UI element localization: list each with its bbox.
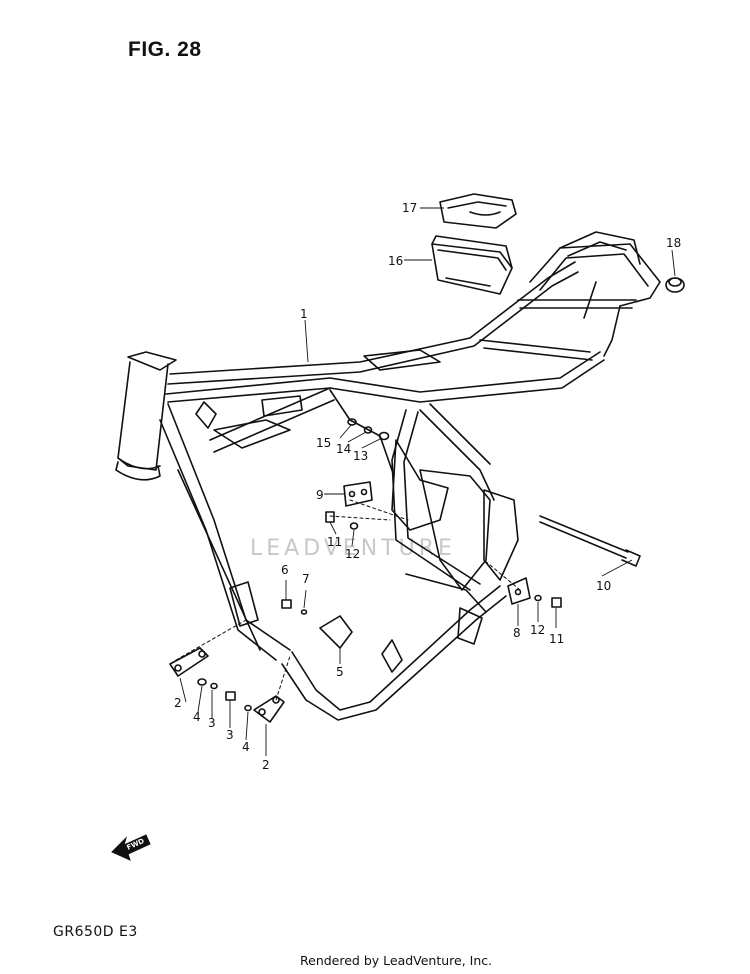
callout-17: 17 <box>402 201 417 215</box>
engine-mount-plate-left <box>169 647 209 677</box>
bolts-and-washers <box>197 418 562 712</box>
front-down-tubes <box>159 403 291 661</box>
callout-1: 1 <box>300 307 308 321</box>
steering-head-tube <box>115 351 177 481</box>
callout-7: 7 <box>302 572 310 586</box>
model-code: GR650D E3 <box>53 924 138 940</box>
cross-members <box>195 349 519 673</box>
assembly-lines <box>175 499 521 701</box>
through-bolt <box>539 515 641 567</box>
callout-10: 10 <box>596 579 611 593</box>
top-frame-tubes <box>165 261 637 403</box>
callout-numbers: 1 2 2 3 3 4 4 5 6 7 8 9 10 11 11 12 12 1… <box>174 201 681 772</box>
callout-5: 5 <box>336 665 344 679</box>
battery-cover <box>439 193 517 229</box>
callout-12-right: 12 <box>530 623 545 637</box>
watermark: LEADVENTURE <box>250 536 456 561</box>
main-cradle-loop <box>209 387 507 721</box>
callout-11-right: 11 <box>549 632 564 646</box>
callout-2-left: 2 <box>174 696 182 710</box>
callout-2-right: 2 <box>262 758 270 772</box>
figure-title: FIG. 28 <box>128 38 202 61</box>
callout-4-right: 4 <box>242 740 250 754</box>
frame-cap <box>665 277 685 293</box>
rear-seat-rail <box>529 231 661 357</box>
callout-16: 16 <box>388 254 403 268</box>
callout-3-right: 3 <box>226 728 234 742</box>
callout-12-left: 12 <box>345 547 360 561</box>
callout-3-left: 3 <box>208 716 216 730</box>
callout-8: 8 <box>513 626 521 640</box>
callout-11-left: 11 <box>327 535 342 549</box>
callout-13: 13 <box>353 449 368 463</box>
footer-credit: Rendered by LeadVenture, Inc. <box>300 953 493 968</box>
callout-18: 18 <box>666 236 681 250</box>
callout-leaders <box>179 207 676 756</box>
mount-bracket-8 <box>507 577 531 605</box>
callout-9: 9 <box>316 488 324 502</box>
battery-holder <box>431 235 513 295</box>
mount-bracket-9 <box>343 481 373 507</box>
engine-mount-plate-right <box>253 695 285 723</box>
callout-6: 6 <box>281 563 289 577</box>
callout-14: 14 <box>336 442 351 456</box>
callout-4-left: 4 <box>193 710 201 724</box>
callout-15: 15 <box>316 436 331 450</box>
forward-direction-arrow: FWD <box>111 834 151 861</box>
